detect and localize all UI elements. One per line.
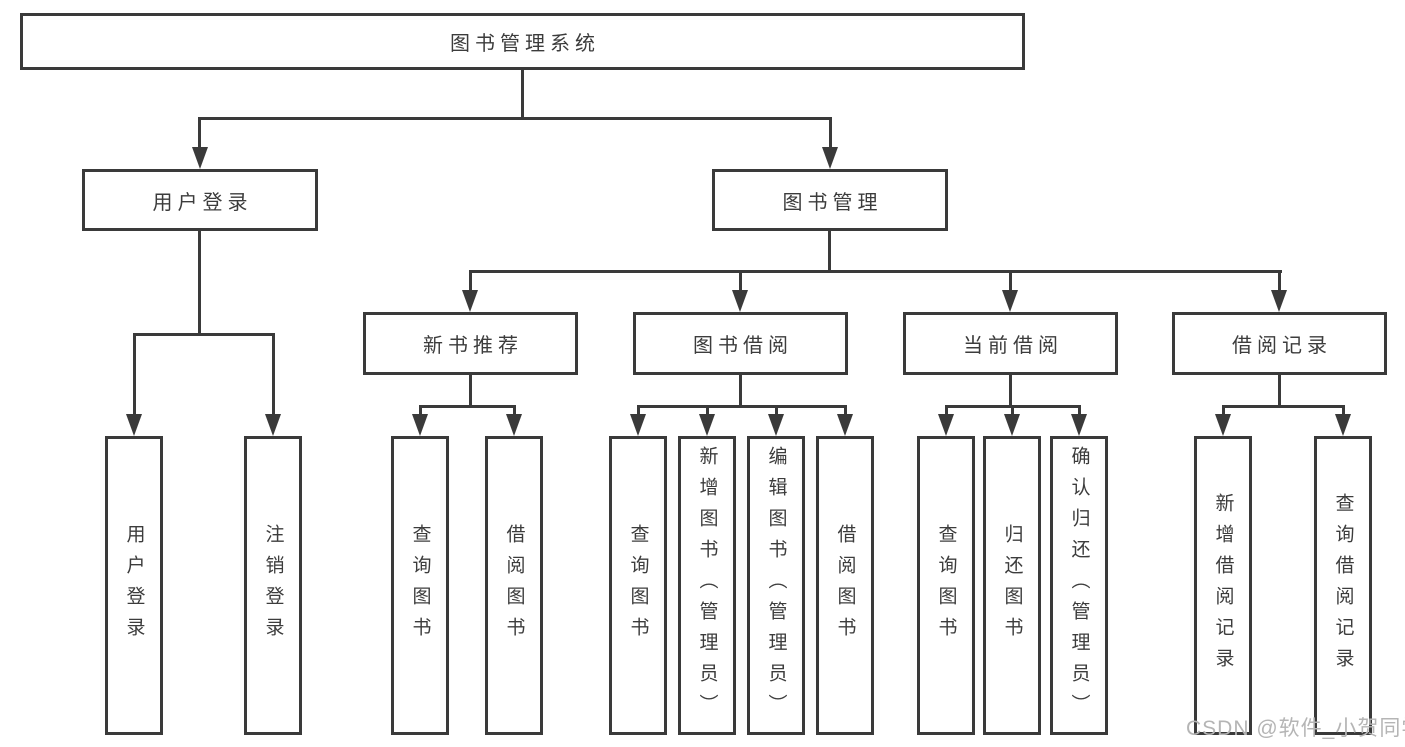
node-book-management-label: 图书管理 bbox=[782, 191, 883, 214]
node-leaf-edit-book-admin-label: 编辑图书（管理员） bbox=[765, 446, 787, 725]
arrowhead-down bbox=[837, 414, 853, 436]
connector-vline bbox=[828, 231, 831, 273]
connector-vline bbox=[1278, 375, 1281, 408]
node-leaf-return-books: 归还图书 bbox=[983, 436, 1041, 735]
connector-hline bbox=[419, 405, 516, 408]
node-leaf-edit-book-admin: 编辑图书（管理员） bbox=[747, 436, 805, 735]
node-leaf-confirm-return-admin-label: 确认归还（管理员） bbox=[1068, 446, 1090, 725]
connector-vline bbox=[844, 405, 847, 417]
node-leaf-borrow-books-2: 借阅图书 bbox=[816, 436, 874, 735]
node-leaf-query-books-3-label: 查询图书 bbox=[935, 523, 957, 648]
arrowhead-down bbox=[1002, 290, 1018, 312]
node-leaf-query-borrow-record-label: 查询借阅记录 bbox=[1332, 492, 1354, 679]
connector-vline bbox=[637, 405, 640, 417]
arrowhead-down bbox=[506, 414, 522, 436]
connector-hline bbox=[133, 333, 275, 336]
connector-vline bbox=[1278, 270, 1281, 293]
node-leaf-add-book-admin-label: 新增图书（管理员） bbox=[696, 446, 718, 725]
node-leaf-add-borrow-record-label: 新增借阅记录 bbox=[1212, 492, 1234, 679]
arrowhead-down bbox=[1004, 414, 1020, 436]
node-leaf-query-books-1-label: 查询图书 bbox=[409, 523, 431, 648]
node-leaf-query-books-1: 查询图书 bbox=[391, 436, 449, 735]
connector-vline bbox=[775, 405, 778, 417]
node-leaf-borrow-books-1-label: 借阅图书 bbox=[503, 523, 525, 648]
node-current-borrow: 当前借阅 bbox=[903, 312, 1118, 375]
node-leaf-user-login-label: 用户登录 bbox=[123, 523, 145, 648]
connector-vline bbox=[1342, 405, 1345, 417]
arrowhead-down bbox=[1335, 414, 1351, 436]
connector-vline bbox=[829, 117, 832, 150]
arrowhead-down bbox=[412, 414, 428, 436]
node-user-login: 用户登录 bbox=[82, 169, 318, 231]
node-leaf-user-login: 用户登录 bbox=[105, 436, 163, 735]
node-book-borrow-label: 图书借阅 bbox=[693, 335, 793, 357]
node-leaf-query-books-3: 查询图书 bbox=[917, 436, 975, 735]
arrowhead-down bbox=[732, 290, 748, 312]
node-user-login-label: 用户登录 bbox=[152, 191, 253, 214]
arrowhead-down bbox=[630, 414, 646, 436]
node-leaf-query-borrow-record: 查询借阅记录 bbox=[1314, 436, 1372, 735]
node-leaf-query-books-2-label: 查询图书 bbox=[627, 523, 649, 648]
node-leaf-add-book-admin: 新增图书（管理员） bbox=[678, 436, 736, 735]
node-current-borrow-label: 当前借阅 bbox=[963, 335, 1063, 357]
node-book-borrow: 图书借阅 bbox=[633, 312, 848, 375]
arrowhead-down bbox=[822, 147, 838, 169]
arrowhead-down bbox=[768, 414, 784, 436]
node-leaf-return-books-label: 归还图书 bbox=[1001, 523, 1023, 648]
arrowhead-down bbox=[192, 147, 208, 169]
connector-vline bbox=[469, 270, 472, 293]
csdn-watermark: CSDN @软件_小贺同学 bbox=[1186, 717, 1405, 740]
connector-vline bbox=[945, 405, 948, 417]
node-new-book-recommend: 新书推荐 bbox=[363, 312, 578, 375]
node-leaf-logout-label: 注销登录 bbox=[262, 523, 284, 648]
node-book-management: 图书管理 bbox=[712, 169, 948, 231]
node-root-system: 图书管理系统 bbox=[20, 13, 1025, 70]
connector-vline bbox=[198, 117, 201, 150]
connector-vline bbox=[739, 270, 742, 293]
arrowhead-down bbox=[1215, 414, 1231, 436]
connector-vline bbox=[469, 375, 472, 408]
node-borrow-records-label: 借阅记录 bbox=[1232, 335, 1332, 357]
connector-vline bbox=[1222, 405, 1225, 417]
connector-vline bbox=[198, 231, 201, 336]
node-leaf-logout: 注销登录 bbox=[244, 436, 302, 735]
node-leaf-add-borrow-record: 新增借阅记录 bbox=[1194, 436, 1252, 735]
connector-hline bbox=[1222, 405, 1345, 408]
node-new-book-recommend-label: 新书推荐 bbox=[423, 335, 523, 357]
connector-vline bbox=[1009, 270, 1012, 293]
node-root-label: 图书管理系统 bbox=[450, 33, 600, 55]
arrowhead-down bbox=[1271, 290, 1287, 312]
node-leaf-confirm-return-admin: 确认归还（管理员） bbox=[1050, 436, 1108, 735]
connector-vline bbox=[739, 375, 742, 408]
connector-hline bbox=[637, 405, 847, 408]
connector-hline bbox=[198, 117, 832, 120]
arrowhead-down bbox=[462, 290, 478, 312]
connector-vline bbox=[513, 405, 516, 417]
connector-vline bbox=[521, 70, 524, 120]
node-leaf-query-books-2: 查询图书 bbox=[609, 436, 667, 735]
connector-vline bbox=[419, 405, 422, 417]
node-leaf-borrow-books-2-label: 借阅图书 bbox=[834, 523, 856, 648]
arrowhead-down bbox=[1071, 414, 1087, 436]
connector-hline bbox=[469, 270, 1282, 273]
connector-vline bbox=[1078, 405, 1081, 417]
connector-vline bbox=[272, 333, 275, 416]
connector-vline bbox=[133, 333, 136, 416]
arrowhead-down bbox=[938, 414, 954, 436]
arrowhead-down bbox=[126, 414, 142, 436]
arrowhead-down bbox=[265, 414, 281, 436]
connector-vline bbox=[706, 405, 709, 417]
node-borrow-records: 借阅记录 bbox=[1172, 312, 1387, 375]
connector-vline bbox=[1009, 375, 1012, 408]
node-leaf-borrow-books-1: 借阅图书 bbox=[485, 436, 543, 735]
arrowhead-down bbox=[699, 414, 715, 436]
connector-vline bbox=[1011, 405, 1014, 417]
